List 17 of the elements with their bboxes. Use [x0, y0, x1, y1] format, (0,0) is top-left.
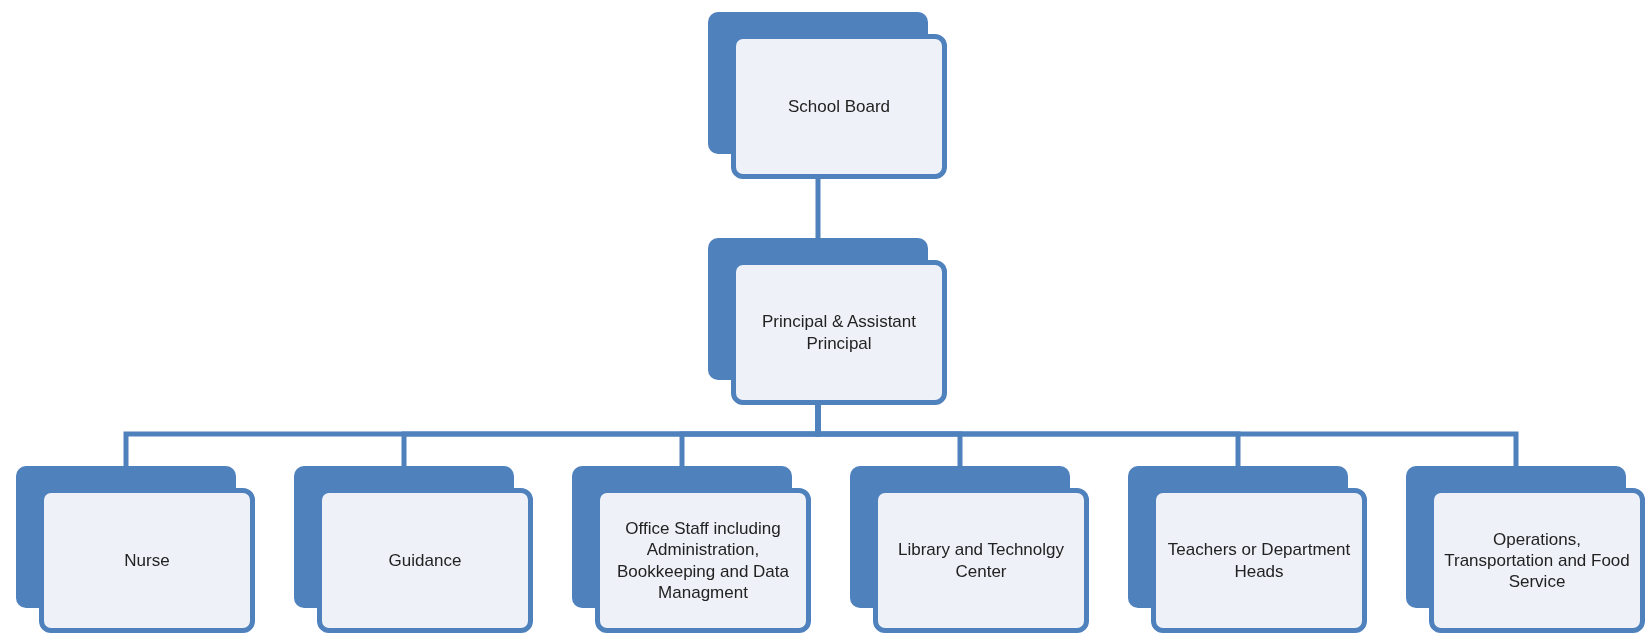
org-box — [16, 466, 255, 633]
box-label: Library and Technolgy Center — [897, 539, 1065, 582]
box-label: School Board — [787, 95, 891, 118]
box-label: Principal & Assistant Principal — [761, 311, 917, 354]
connector-line — [815, 179, 821, 238]
org-box — [572, 466, 811, 633]
box-label: Operations, Transportation and Food Service — [1443, 528, 1631, 593]
org-box — [1406, 466, 1645, 633]
org-box — [708, 238, 947, 405]
org-box — [850, 466, 1089, 633]
org-box — [1128, 466, 1367, 633]
org-box — [294, 466, 533, 633]
box-label: Teachers or Department Heads — [1166, 539, 1352, 582]
org-box — [708, 12, 947, 179]
box-label: Office Staff including Administration, Bookkeeping and Data Managment — [616, 518, 790, 603]
box-label: Nurse — [124, 549, 170, 572]
box-label: Guidance — [388, 549, 462, 572]
